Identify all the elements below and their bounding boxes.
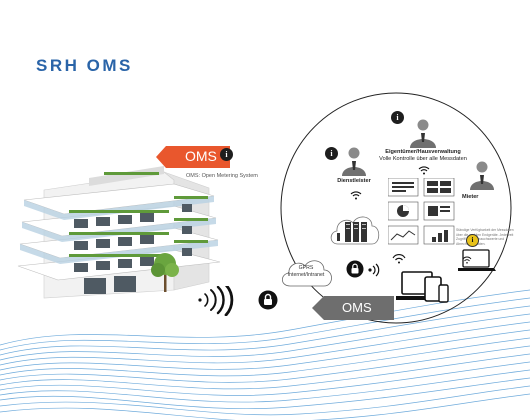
oms-tag-label: OMS [185, 148, 217, 164]
radio-wave-icon [368, 263, 380, 277]
role-tenant-description: Ständige Verfügbarkeit der Messdaten übe… [456, 228, 514, 246]
network-label: GPRS Internet/Intranet [284, 265, 328, 278]
wifi-icon [350, 191, 362, 200]
laptop-icon [458, 249, 496, 271]
info-icon[interactable]: i [466, 234, 479, 247]
info-icon[interactable]: i [220, 148, 233, 161]
dashboard-tiles [388, 178, 455, 245]
wifi-icon [462, 256, 472, 264]
person-icon [470, 161, 494, 190]
network-label-line1: GPRS [298, 265, 314, 271]
network-label-line2: Internet/Intranet [287, 271, 325, 278]
lock-icon [346, 260, 364, 278]
wifi-icon [392, 254, 406, 264]
oms-bottom-label: OMS [342, 300, 372, 315]
role-provider-title: Dienstleister [337, 178, 371, 184]
apartment-building [17, 166, 221, 299]
system-circle [280, 92, 512, 324]
role-owner-title: Eigentümer/Hausverwaltung [385, 149, 461, 155]
phone-icon [438, 284, 449, 303]
cloud-icon [281, 260, 332, 287]
person-icon [342, 147, 366, 176]
oms-tag-arrow [156, 146, 230, 168]
radio-wave-icon [198, 286, 234, 316]
role-tenant-title: Mieter [462, 194, 479, 200]
oms-bottom-tag [312, 296, 394, 320]
info-icon[interactable]: i [391, 111, 404, 124]
person-icon [410, 119, 436, 148]
lock-icon [258, 290, 278, 310]
info-icon[interactable]: i [325, 147, 338, 160]
server-cloud-icon [330, 216, 380, 245]
oms-subtitle: OMS: Open Metering System [186, 173, 258, 179]
page-title: SRH OMS [36, 56, 133, 75]
role-owner-subtitle: Volle Kontrolle über alle Messdaten [379, 156, 467, 162]
wifi-icon [418, 166, 430, 175]
